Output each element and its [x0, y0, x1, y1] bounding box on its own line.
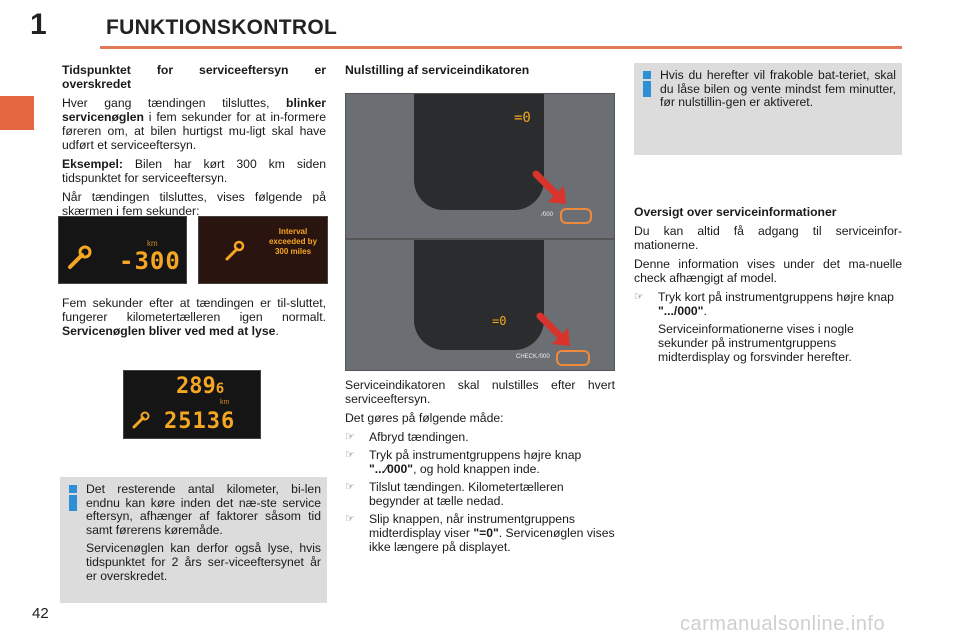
arrow-bullet-icon: ☞ [345, 449, 355, 461]
trip-value: 2896 [176, 374, 224, 399]
text: . [275, 324, 279, 338]
list-item: ☞ Tilslut tændingen. Kilometertælleren be… [345, 480, 615, 508]
section-heading-reset: Nulstilling af serviceindikatoren [345, 63, 530, 77]
bold-text: "=0" [473, 526, 499, 540]
list-item: ☞ Tryk på instrumentgruppens højre knap "… [345, 448, 615, 476]
right-button-label: CHECK ⁄000 [516, 354, 550, 360]
wrench-icon [68, 245, 92, 269]
info-paragraph: Servicenøglen kan derfor også lyse, hvis… [86, 541, 321, 583]
step-text: , og hold knappen inde. [413, 462, 540, 476]
right-button-label: ⁄000 [542, 212, 554, 218]
center-readout: =0 [514, 110, 531, 126]
bold-text: ".../000" [658, 304, 704, 318]
display-value: -300 [119, 247, 181, 275]
instrument-cluster-photo-1: =0 ⁄000 [345, 93, 615, 239]
message-line: exceeded by [268, 237, 318, 246]
section-heading-overdue: Tidspunktet for serviceeftersyn er overs… [62, 63, 326, 91]
arrow-icon [536, 312, 570, 346]
column-3-text: Oversigt over serviceinformationer Du ka… [634, 205, 902, 368]
trip-digits: 289 [176, 374, 216, 399]
center-screen [414, 240, 544, 350]
reset-steps-list: ☞ Afbryd tændingen. ☞ Tryk på instrumentgr… [345, 430, 615, 554]
message-text: Interval exceeded by 300 miles [261, 227, 325, 257]
display-unit: km [147, 239, 158, 248]
info-box-battery: Hvis du herefter vil frakoble bat-teriet… [634, 63, 902, 155]
center-readout: =0 [492, 314, 507, 328]
bold-text: "...⁄000" [369, 462, 414, 476]
instrument-cluster-photo-2: =0 CHECK ⁄000 [345, 239, 615, 371]
message-line: 300 miles [274, 247, 312, 256]
wrench-icon [225, 240, 245, 261]
info-box-remaining-km: Det resterende antal kilometer, bi-len e… [60, 477, 327, 603]
odometer-display-minus: km -300 [58, 216, 187, 284]
arrow-icon [532, 170, 566, 204]
wrench-icon [132, 411, 150, 429]
bold-text: blinker servicenøglen [62, 96, 326, 124]
step-text: . Servicenøglen vises ikke længere på di… [369, 526, 615, 554]
center-screen [414, 94, 544, 210]
column-1-text-mid: Fem sekunder efter at tændingen er til-s… [62, 296, 326, 343]
column-2-text: Serviceindikatoren skal nulstilles efter… [345, 378, 615, 558]
list-item: ☞ Tryk kort på instrumentgruppens højre k… [634, 290, 902, 364]
display-unit: km [220, 399, 230, 406]
list-item: ☞ Slip knappen, når instrumentgruppens mi… [345, 512, 615, 554]
text: Hver gang tændingen tilsluttes, [62, 96, 287, 110]
paragraph-normal: Fem sekunder efter at tændingen er til-s… [62, 296, 326, 338]
step-text: Tryk på instrumentgruppens højre knap [369, 448, 582, 462]
example-label: Eksempel: [62, 157, 123, 171]
overview-steps-list: ☞ Tryk kort på instrumentgruppens højre k… [634, 290, 902, 364]
message-line: Interval [278, 227, 308, 236]
info-icon [640, 71, 654, 97]
message-display-interval: Interval exceeded by 300 miles [198, 216, 328, 284]
text: i fem sekunder for at in-formere føreren… [62, 110, 326, 152]
arrow-bullet-icon: ☞ [345, 431, 355, 443]
paragraph-manual-check: Denne information vises under det ma-nue… [634, 257, 902, 285]
column-1-text-top: Tidspunktet for serviceeftersyn er overs… [62, 63, 326, 223]
trip-decimal: 6 [215, 381, 225, 397]
arrow-bullet-icon: ☞ [345, 481, 355, 493]
bold-text: Servicenøglen bliver ved med at lyse [62, 324, 276, 338]
chapter-title: FUNKTIONSKONTROL [106, 16, 338, 39]
step-detail: Serviceinformationerne vises i nogle sek… [658, 322, 854, 364]
odometer-display-normal: 2896 km 25136 [123, 370, 261, 439]
step-text: Tilslut tændingen. Kilometertælleren beg… [369, 480, 564, 508]
chapter-number: 1 [30, 8, 47, 41]
step-text: Afbryd tændingen. [369, 430, 469, 444]
step-text: Slip knappen, når instrumentgruppens mid… [369, 512, 575, 540]
section-heading-overview: Oversigt over serviceinformationer [634, 205, 837, 219]
info-paragraph: Hvis du herefter vil frakoble bat-teriet… [660, 68, 896, 110]
step-text: Tryk kort på instrumentgruppens højre kn… [658, 290, 894, 304]
paragraph-how: Det gøres på følgende måde: [345, 411, 504, 425]
paragraph-reset-after: Serviceindikatoren skal nulstilles efter… [345, 378, 615, 406]
arrow-bullet-icon: ☞ [345, 513, 355, 525]
list-item: ☞ Afbryd tændingen. [345, 430, 615, 444]
chapter-side-tab [0, 96, 34, 130]
right-button [556, 350, 590, 366]
page-number: 42 [32, 605, 49, 622]
text: Bilen har kørt 300 km siden tidspunktet … [62, 157, 326, 185]
text: Fem sekunder efter at tændingen er til-s… [62, 296, 326, 324]
paragraph-blink: Hver gang tændingen tilsluttes, blinker … [62, 96, 326, 152]
info-paragraph: Det resterende antal kilometer, bi-len e… [86, 482, 321, 537]
paragraph-access: Du kan altid få adgang til serviceinfor-… [634, 224, 902, 252]
arrow-bullet-icon: ☞ [634, 291, 644, 303]
step-text: . [703, 304, 707, 318]
watermark: carmanualsonline.info [680, 613, 886, 635]
right-button [560, 208, 592, 224]
paragraph-example: Eksempel: Bilen har kørt 300 km siden ti… [62, 157, 326, 185]
header-rule [100, 46, 902, 49]
paragraph-screen: Når tændingen tilsluttes, vises følgende… [62, 190, 326, 218]
info-icon [66, 485, 80, 511]
odometer-value: 25136 [164, 409, 236, 434]
